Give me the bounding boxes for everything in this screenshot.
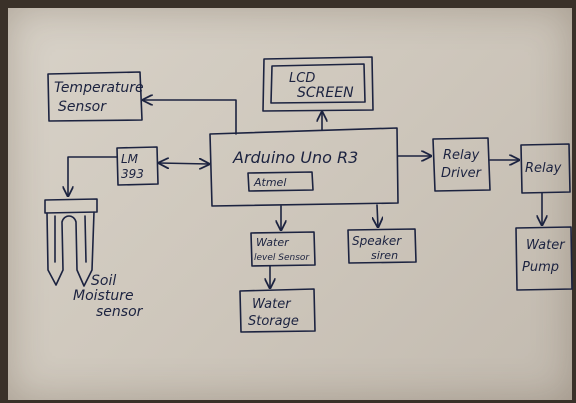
atmel-box <box>247 171 314 192</box>
relay-label: Relay <box>525 161 562 176</box>
lcd-screen-outer-box <box>262 56 374 112</box>
speaker-siren-box <box>347 228 417 264</box>
arduino-label: Arduino Uno R3 <box>232 148 358 167</box>
water-storage-label-1: Water <box>252 297 292 312</box>
temperature-sensor-label-1: Temperature <box>54 80 144 96</box>
soil-label-3: sensor <box>96 304 144 320</box>
relay-driver-box <box>432 137 491 192</box>
arduino-box <box>209 127 399 207</box>
lcd-label-2: SCREEN <box>297 85 354 101</box>
lm393-block: LM 393 <box>116 146 159 186</box>
speaker-siren-block: Speaker siren <box>347 228 417 264</box>
soil-label-2: Moisture <box>73 288 134 304</box>
water-pump-box <box>515 226 573 291</box>
speaker-label-1: Speaker <box>352 234 402 248</box>
lm393-box <box>116 146 159 186</box>
water-storage-block: Water Storage <box>239 288 316 333</box>
lcd-label-1: LCD <box>289 71 315 86</box>
water-level-sensor-block: Water level Sensor <box>250 231 316 267</box>
relay-box <box>520 143 571 194</box>
connections <box>68 100 542 288</box>
water-level-sensor-box <box>250 231 316 267</box>
relay-driver-block: Relay Driver <box>432 137 491 192</box>
atmel-label: Atmel <box>253 176 286 189</box>
probe-prongs <box>46 211 95 287</box>
speaker-label-2: siren <box>371 249 398 262</box>
relay-block: Relay <box>520 143 571 194</box>
soil-moisture-probe: Soil Moisture sensor <box>44 198 144 320</box>
lcd-screen-inner-box <box>270 63 366 104</box>
temperature-sensor-label-2: Sensor <box>58 99 107 115</box>
lm393-label-1: LM <box>121 152 139 166</box>
lcd-screen-block: LCD SCREEN <box>262 56 374 112</box>
arrow-lm393-to-probe <box>68 156 118 196</box>
relay-driver-label-2: Driver <box>441 166 483 181</box>
water-pump-block: Water Pump <box>515 226 573 291</box>
arduino-uno-block: Arduino Uno R3 Atmel <box>209 127 399 207</box>
relay-driver-label-1: Relay <box>443 148 480 163</box>
lm393-label-2: 393 <box>121 167 144 181</box>
probe-inner-lines <box>54 215 87 263</box>
arrow-arduino-to-speaker <box>377 204 378 227</box>
water-storage-label-2: Storage <box>248 314 299 329</box>
water-pump-label-1: Water <box>526 238 566 253</box>
water-pump-label-2: Pump <box>522 260 559 275</box>
water-level-label-1: Water <box>256 236 290 249</box>
water-level-label-2: level Sensor <box>254 253 310 263</box>
temperature-sensor-box <box>47 71 143 122</box>
arrow-lm393-arduino <box>159 163 209 164</box>
soil-label-1: Soil <box>91 273 116 289</box>
temperature-sensor-block: Temperature Sensor <box>47 71 144 122</box>
water-storage-box <box>239 288 316 333</box>
arrow-arduino-to-temperature <box>143 100 237 135</box>
probe-head <box>44 198 98 214</box>
